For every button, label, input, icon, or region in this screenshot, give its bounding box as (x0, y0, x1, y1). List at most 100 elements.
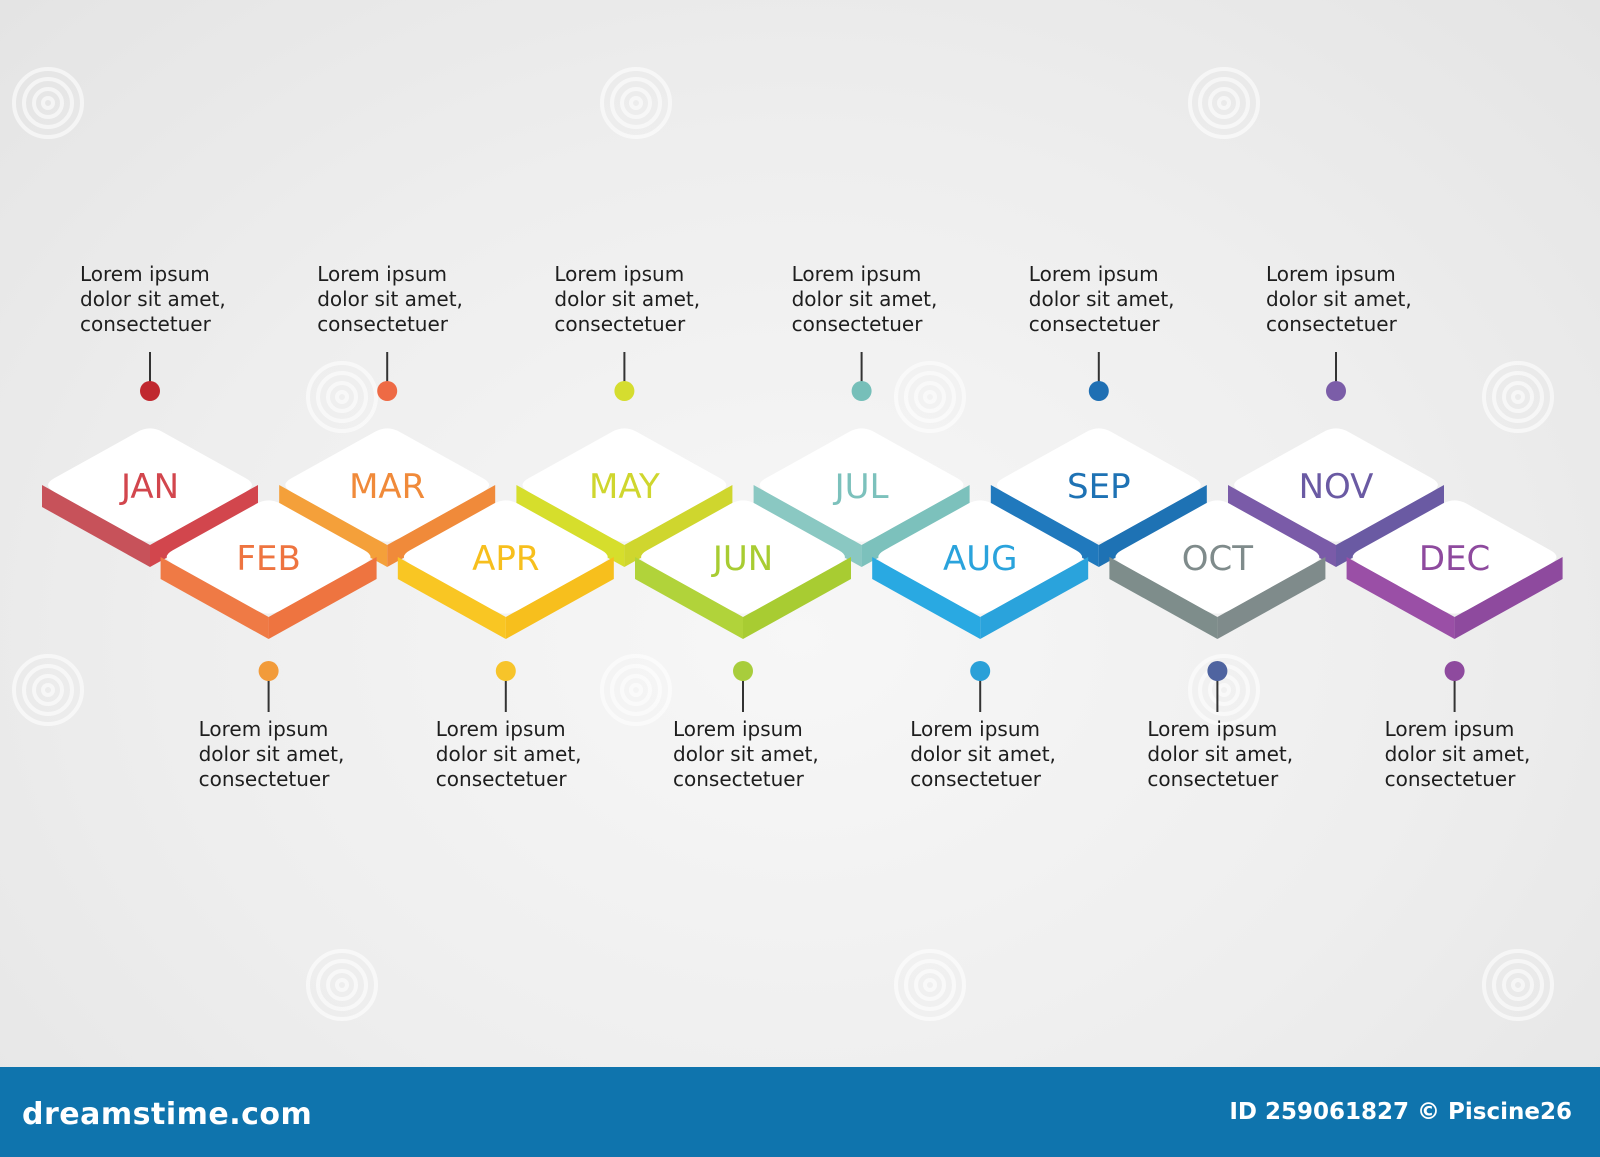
tile-face (1352, 500, 1557, 614)
tile-side-right (743, 557, 851, 639)
pin-dot (1326, 381, 1346, 401)
month-label: MAR (349, 467, 425, 507)
month-tile-jan[interactable]: JAN (42, 428, 258, 567)
timeline-diagram: JAN MAR MAY JUL SEP NOV FEB APR JUN AUG OCT DEC (12, 67, 1563, 1021)
month-tile-feb[interactable]: FEB (160, 500, 377, 639)
pin-apr (495, 661, 516, 712)
description-feb: Lorem ipsum dolor sit amet, consectetuer (198, 717, 345, 791)
month-label: AUG (943, 539, 1018, 579)
pin-jun (733, 661, 753, 712)
pin-mar (377, 352, 398, 401)
tile-face (403, 500, 608, 614)
month-tile-mar[interactable]: MAR (279, 428, 496, 567)
description-may: Lorem ipsum dolor sit amet, consectetuer (554, 262, 701, 336)
description-sep: Lorem ipsum dolor sit amet, consectetuer (1028, 262, 1175, 336)
footer-logo[interactable]: dreamstime.com (22, 1097, 313, 1132)
watermark-swirl-icon (1482, 949, 1554, 1021)
month-label: APR (472, 539, 539, 579)
description-jun: Lorem ipsum dolor sit amet, consectetuer (673, 717, 819, 791)
description-jan: Lorem ipsum dolor sit amet, consectetuer (80, 262, 226, 336)
pin-oct (1207, 661, 1228, 712)
tile-side-left (1346, 557, 1455, 639)
watermark-swirl-icon (12, 654, 84, 726)
tile-side-right (1454, 557, 1563, 639)
watermark-swirl-icon (894, 361, 966, 433)
tile-side-left (990, 485, 1099, 567)
tile-side-right (1336, 485, 1444, 567)
tile-side-right (505, 557, 614, 639)
tile-side-right (1098, 485, 1207, 567)
description-apr: Lorem ipsum dolor sit amet, consectetuer (435, 717, 582, 791)
month-tile-nov[interactable]: NOV (1228, 428, 1444, 567)
pin-dot (851, 381, 872, 401)
pin-dot (970, 661, 991, 681)
pin-aug (970, 661, 991, 712)
tile-side-left (753, 485, 862, 567)
watermark-swirl-icon (1482, 361, 1554, 433)
pin-jan (140, 352, 160, 401)
watermark-swirl-icon (600, 654, 672, 726)
month-label: OCT (1182, 539, 1254, 579)
month-label: DEC (1419, 539, 1490, 579)
tile-side-right (861, 485, 970, 567)
month-label: JAN (119, 467, 179, 507)
pin-dot (140, 381, 160, 401)
tile-face (996, 428, 1201, 542)
tile-side-left (279, 485, 388, 567)
pin-dot (733, 661, 753, 681)
tile-face (1234, 428, 1438, 542)
tile-side-left (1228, 485, 1336, 567)
footer-bar: dreamstime.com ID 259061827 © Piscine26 (0, 1067, 1600, 1157)
tile-face (1115, 500, 1320, 614)
pin-may (614, 352, 635, 401)
month-tile-may[interactable]: MAY (516, 428, 733, 567)
pin-jul (851, 352, 872, 401)
watermark-swirl-icon (12, 67, 84, 139)
footer-credit: ID 259061827 © Piscine26 (1229, 1099, 1572, 1125)
watermark-swirl-icon (1188, 67, 1260, 139)
month-tile-dec[interactable]: DEC (1346, 500, 1563, 639)
tile-side-right (624, 485, 733, 567)
pin-dot (495, 661, 516, 681)
month-tile-apr[interactable]: APR (397, 500, 614, 639)
pin-dot (1207, 661, 1228, 681)
description-oct: Lorem ipsum dolor sit amet, consectetuer (1147, 717, 1294, 791)
pin-nov (1326, 352, 1346, 401)
description-nov: Lorem ipsum dolor sit amet, consectetuer (1266, 262, 1412, 336)
tile-face (166, 500, 371, 614)
tile-side-left (42, 485, 150, 567)
pin-dot (1088, 381, 1109, 401)
pin-sep (1088, 352, 1109, 401)
tile-side-right (980, 557, 1089, 639)
pin-dot (1444, 661, 1465, 681)
tile-side-left (516, 485, 625, 567)
month-label: FEB (236, 539, 300, 579)
tile-face (522, 428, 727, 542)
tile-face (759, 428, 964, 542)
month-tile-sep[interactable]: SEP (990, 428, 1207, 567)
description-aug: Lorem ipsum dolor sit amet, consectetuer (910, 717, 1056, 791)
description-jul: Lorem ipsum dolor sit amet, consectetuer (791, 262, 938, 336)
pin-dot (614, 381, 635, 401)
tile-side-left (1109, 557, 1218, 639)
month-tile-jul[interactable]: JUL (753, 428, 970, 567)
month-label: NOV (1299, 467, 1374, 507)
month-tile-jun[interactable]: JUN (635, 500, 851, 639)
tile-side-right (387, 485, 496, 567)
tile-face (285, 428, 490, 542)
tile-face (48, 428, 252, 542)
month-label: MAY (589, 467, 660, 507)
month-label: JUL (833, 467, 889, 507)
tile-face (878, 500, 1083, 614)
pin-dot (377, 381, 398, 401)
pin-dec (1444, 661, 1465, 712)
tile-side-left (160, 557, 269, 639)
tile-side-left (872, 557, 981, 639)
tile-side-right (268, 557, 377, 639)
month-tile-aug[interactable]: AUG (872, 500, 1089, 639)
tile-side-left (635, 557, 743, 639)
month-tile-oct[interactable]: OCT (1109, 500, 1326, 639)
watermark-swirl-icon (600, 67, 672, 139)
watermark-swirl-icon (306, 361, 378, 433)
description-mar: Lorem ipsum dolor sit amet, consectetuer (317, 262, 463, 336)
